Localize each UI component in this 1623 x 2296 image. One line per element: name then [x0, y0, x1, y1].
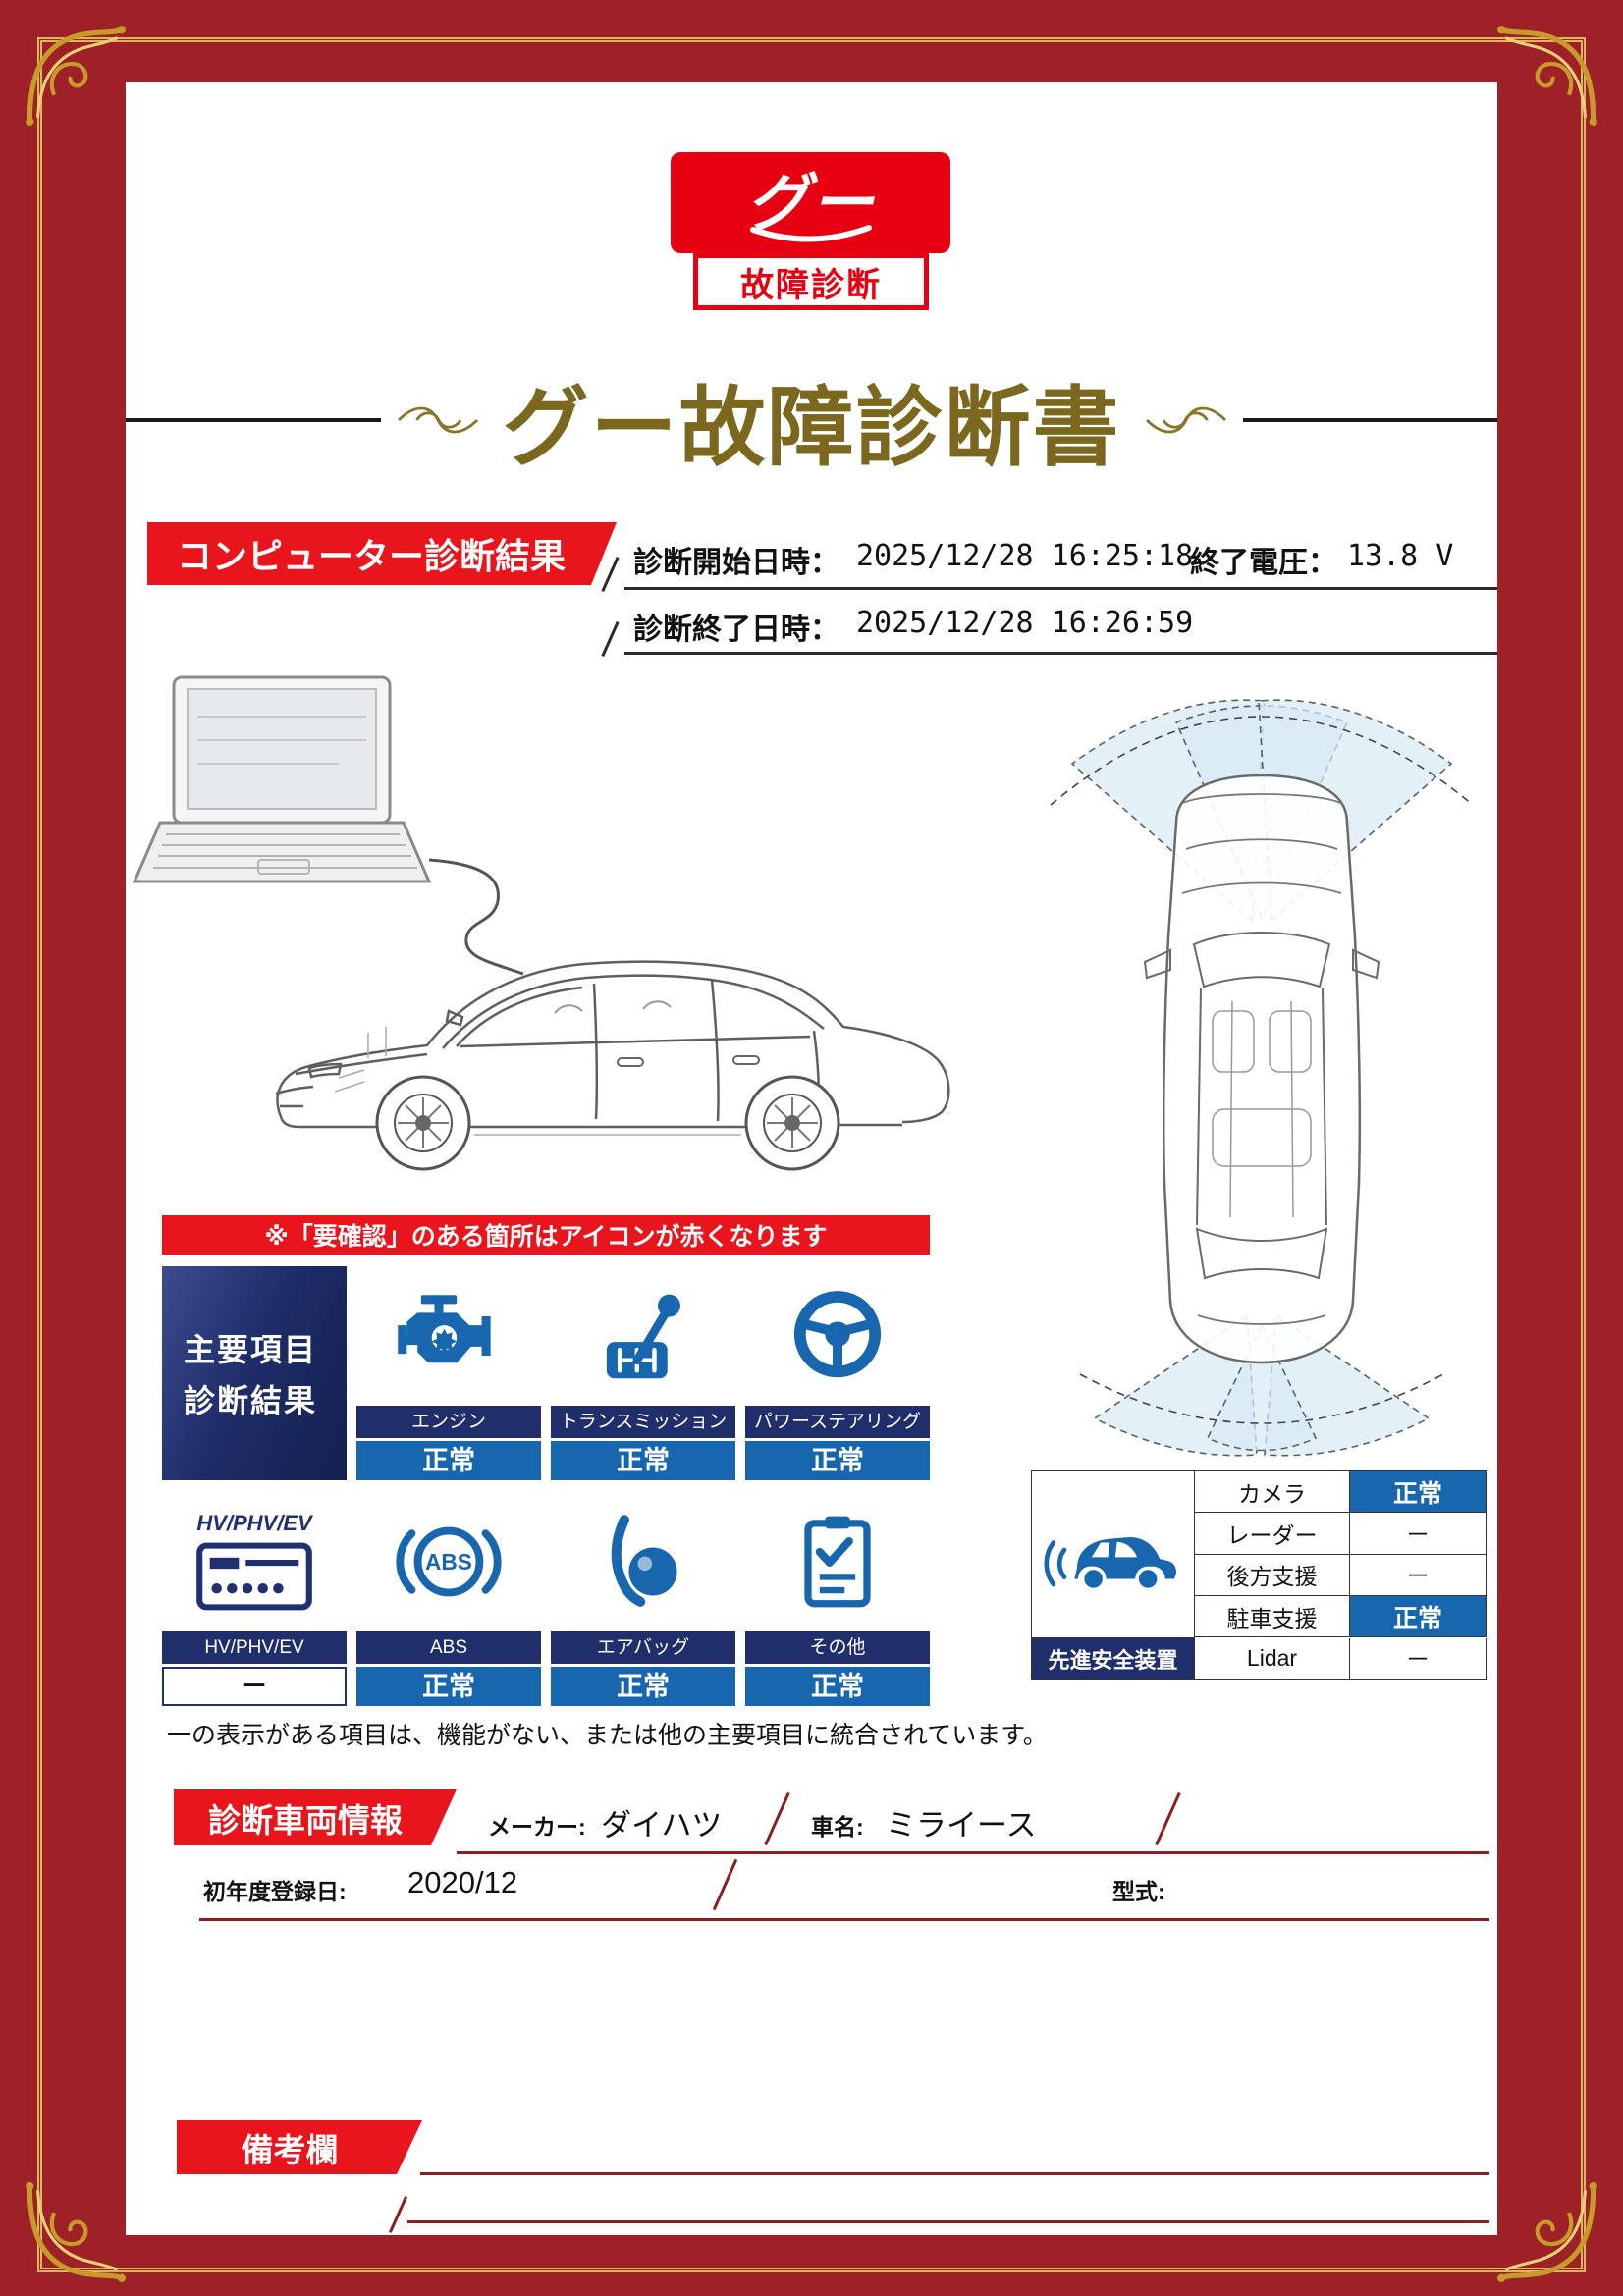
vehicle-row-divider [457, 1851, 1489, 1854]
title-rule-left [126, 418, 381, 422]
diagnostic-item-other: その他 正常 [745, 1492, 930, 1706]
maker-value: ダイハツ [601, 1808, 723, 1842]
car-sensor-icon [1032, 1471, 1194, 1637]
item-label: エンジン [356, 1406, 541, 1438]
divider-tick [712, 1858, 738, 1911]
diagnosis-row-divider [624, 652, 1512, 655]
remarks-banner: 備考欄 [177, 2120, 422, 2174]
item-label: エアバッグ [551, 1631, 735, 1664]
item-status: 正常 [745, 1441, 930, 1480]
divider-tick [1155, 1791, 1181, 1846]
goo-logo-text: グー [745, 167, 876, 239]
item-label: HV/PHV/EV [162, 1631, 347, 1664]
divider-tick [601, 621, 620, 657]
page-title: グー故障診断書 [502, 378, 1121, 476]
diagnostic-item-transmission: トランスミッション 正常 [551, 1266, 735, 1480]
hv-caption: HV/PHV/EV [196, 1511, 312, 1535]
abs-icon: ABS [356, 1492, 541, 1631]
corner-ornament-icon [1497, 24, 1599, 126]
laptop-car-illustration [132, 667, 987, 1202]
safety-caption: 先進安全装置 [1032, 1637, 1194, 1679]
footnote: 一の表示がある項目は、機能がない、または他の主要項目に統合されています。 [167, 1722, 1048, 1749]
item-label: トランスミッション [551, 1406, 735, 1438]
item-label: パワーステアリング [745, 1406, 930, 1438]
svg-text:ABS: ABS [425, 1549, 472, 1575]
item-status: 正常 [551, 1667, 735, 1706]
corner-ornament-icon [24, 2182, 126, 2284]
diagnostic-item-abs: ABS ABS 正常 [356, 1492, 541, 1706]
car-top-view-sensor-illustration [1011, 687, 1512, 1463]
remarks-line [407, 2220, 1489, 2223]
item-status: 正常 [356, 1667, 541, 1706]
vehicle-row-divider [199, 1918, 1489, 1921]
item-label: その他 [745, 1631, 930, 1664]
safety-row-status: － [1350, 1637, 1487, 1680]
safety-row-label: カメラ [1195, 1471, 1350, 1514]
item-status: 正常 [745, 1667, 930, 1706]
engine-icon [356, 1266, 541, 1406]
first-registration-value: 2020/12 [407, 1865, 518, 1899]
main-results-header: 主要項目 診断結果 [162, 1266, 347, 1480]
end-voltage-value: 13.8 V [1347, 539, 1454, 573]
safety-row-label: Lidar [1195, 1637, 1350, 1680]
safety-row-status: 正常 [1350, 1471, 1487, 1514]
airbag-icon [551, 1492, 735, 1631]
notice-strip: ※「要確認」のある箇所はアイコンが赤くなります [162, 1215, 930, 1255]
corner-ornament-icon [1497, 2182, 1599, 2284]
title-flourish-icon [397, 406, 478, 434]
goo-logo: グー [671, 152, 950, 253]
safety-row-status: 正常 [1350, 1596, 1487, 1638]
vehicle-info-banner: 診断車両情報 [174, 1789, 457, 1845]
car-name-value: ミライース [886, 1808, 1037, 1842]
divider-tick [601, 557, 620, 592]
diagnosis-start-label: 診断開始日時： [633, 547, 839, 579]
divider-tick [764, 1791, 790, 1846]
safety-row-label: レーダー [1195, 1513, 1350, 1555]
transmission-icon [551, 1266, 735, 1406]
diagnosis-end-label: 診断終了日時： [633, 614, 839, 646]
clipboard-check-icon [745, 1492, 930, 1631]
logo-swoosh-icon [749, 225, 872, 242]
safety-row-label: 駐車支援 [1195, 1596, 1350, 1638]
safety-rows: カメラ 正常 レーダー － 後方支援 － 駐車支援 正常 Lidar － [1194, 1470, 1487, 1680]
maker-label: メーカー: [488, 1814, 586, 1840]
advanced-safety-table: 先進安全装置 カメラ 正常 レーダー － 後方支援 － 駐車支援 正常 Lida… [1031, 1470, 1487, 1680]
goo-logo-subtitle: 故障診断 [740, 266, 882, 304]
diagnostic-item-engine: エンジン 正常 [356, 1266, 541, 1480]
hv-icon: HV/PHV/EV [162, 1492, 347, 1631]
title-rule-right [1242, 418, 1498, 422]
divider-tick [388, 2196, 408, 2233]
safety-icon-block: 先進安全装置 [1031, 1470, 1194, 1680]
diagnosis-row-divider [624, 587, 1512, 590]
corner-ornament-icon [24, 24, 126, 126]
title-flourish-icon [1145, 406, 1226, 434]
remarks-line [420, 2172, 1489, 2175]
item-label: ABS [356, 1631, 541, 1664]
main-results-header-line1: 主要項目 [184, 1332, 318, 1367]
diagnostic-item-steering: パワーステアリング 正常 [745, 1266, 930, 1480]
item-status: 正常 [551, 1441, 735, 1480]
diagnostic-item-hv: HV/PHV/EV HV/PHV/EV － [162, 1492, 347, 1706]
report-title-row: グー故障診断書 [126, 365, 1498, 476]
diagnosis-end-value: 2025/12/28 16:26:59 [856, 606, 1194, 640]
main-results-header-line2: 診断結果 [184, 1383, 318, 1418]
main-results-grid: 主要項目 診断結果 エンジン 正常 [162, 1266, 930, 1706]
safety-row-label: 後方支援 [1195, 1554, 1350, 1596]
diagnosis-start-value: 2025/12/28 16:25:18 [856, 539, 1194, 573]
computer-results-banner: コンピューター診断結果 [147, 522, 617, 585]
item-status: 正常 [356, 1441, 541, 1480]
item-status: － [162, 1667, 347, 1706]
steering-icon [745, 1266, 930, 1406]
goo-logo-subtitle-box: 故障診断 [693, 253, 929, 310]
end-voltage-label: 終了電圧： [1190, 547, 1337, 579]
car-name-label: 車名: [811, 1814, 864, 1840]
first-registration-label: 初年度登録日: [203, 1879, 347, 1904]
diagnostic-item-airbag: エアバッグ 正常 [551, 1492, 735, 1706]
safety-row-status: － [1350, 1554, 1487, 1596]
safety-row-status: － [1350, 1513, 1487, 1555]
model-code-label: 型式: [1112, 1879, 1165, 1904]
